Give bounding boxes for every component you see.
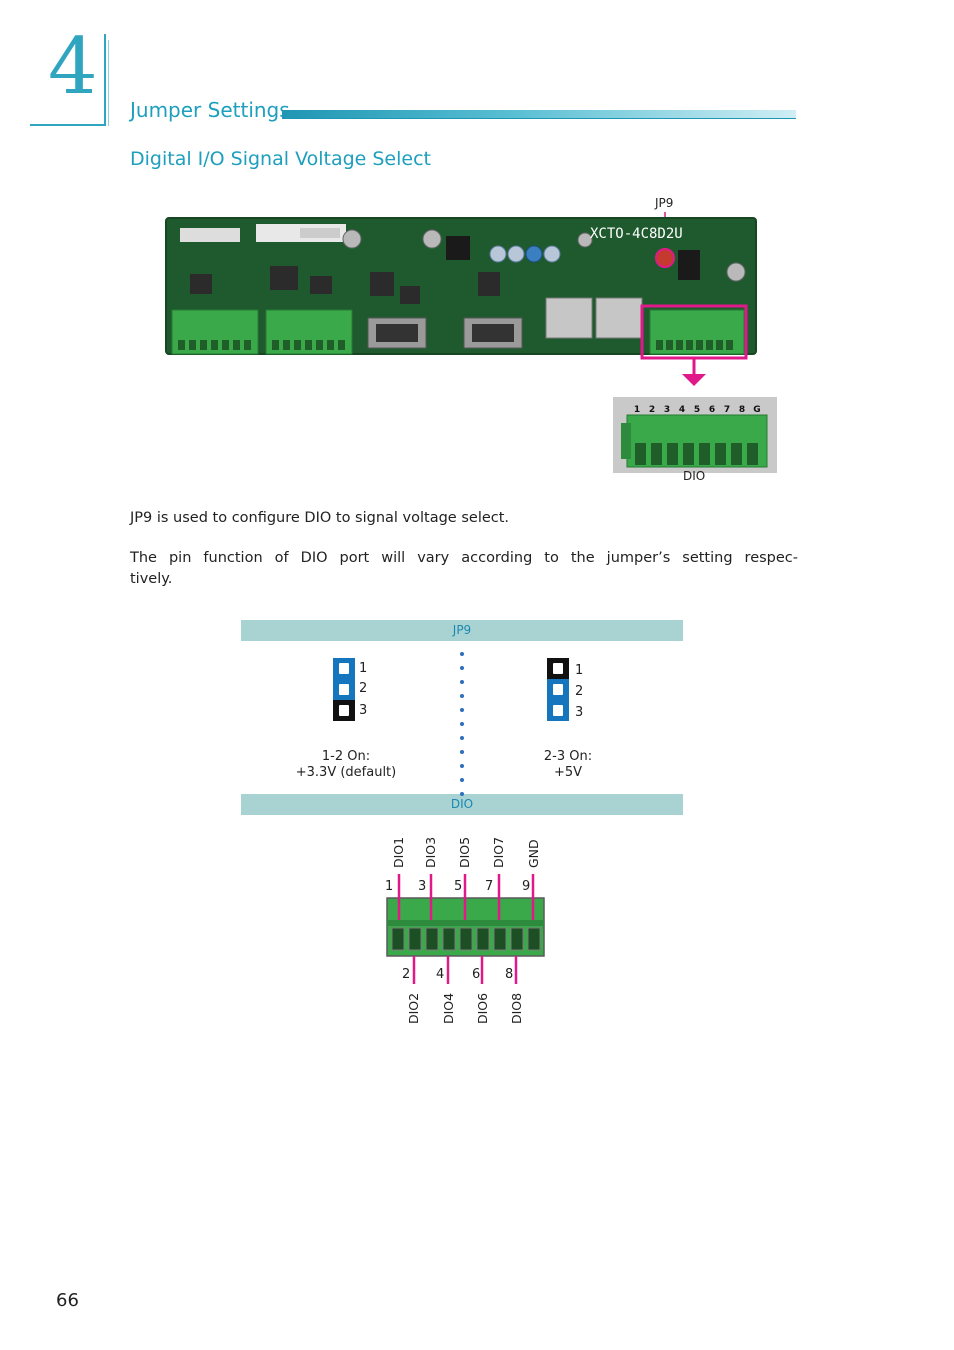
- signal-dio6: DIO6: [475, 993, 490, 1024]
- signal-dio7: DIO7: [491, 837, 506, 868]
- chapter-divider-light: [108, 40, 109, 126]
- closeup-pin-7: 7: [724, 405, 730, 415]
- paragraph-2-line-2: tively.: [130, 571, 173, 587]
- paragraph-1: JP9 is used to configure DIO to signal v…: [130, 510, 510, 526]
- closeup-pin-8: 8: [739, 405, 745, 415]
- section-title-bar: [282, 110, 796, 119]
- jumper-2-3-on: [547, 658, 569, 721]
- top-pin-5: 5: [454, 879, 462, 894]
- chapter-divider: [104, 34, 106, 126]
- jp9-band-label: JP9: [452, 623, 472, 637]
- left-caption-line-1: 1-2 On:: [321, 749, 371, 764]
- jumper-pin-2: [547, 679, 569, 700]
- right-caption-line-1: 2-3 On:: [543, 749, 593, 764]
- signal-dio3: DIO3: [423, 837, 438, 868]
- board-silk-text: XCTO-4C8D2U: [590, 226, 683, 242]
- left-jumper-caption: 1-2 On: +3.3V (default): [276, 749, 416, 781]
- signal-dio2: DIO2: [406, 993, 421, 1024]
- closeup-pin-g: G: [753, 405, 760, 415]
- page-number: 66: [56, 1290, 79, 1311]
- dio-connector-closeup: 1 2 3 4 5 6 7 8 G: [613, 397, 777, 473]
- board-illustration: XCTO-4C8D2U: [165, 212, 757, 386]
- right-pin-label-2: 2: [575, 684, 584, 699]
- top-pin-7: 7: [485, 879, 493, 894]
- top-pin-1: 1: [385, 879, 393, 894]
- dotted-divider: [460, 652, 464, 796]
- bottom-pin-4: 4: [436, 967, 444, 982]
- closeup-pin-3: 3: [664, 405, 670, 415]
- jumper-pin-1: [333, 658, 355, 679]
- dio-pinout-diagram: 1 3 5 7 9 2 4 6 8 DIO1 DIO3 DIO5 DIO7 GN…: [385, 837, 545, 1024]
- bottom-pin-8: 8: [505, 967, 513, 982]
- signal-dio1: DIO1: [391, 837, 406, 868]
- signal-dio8: DIO8: [509, 993, 524, 1024]
- jp9-band: [241, 620, 683, 641]
- left-pin-label-2: 2: [359, 681, 368, 696]
- right-jumper-caption: 2-3 On: +5V: [498, 749, 638, 781]
- left-pin-label-1: 1: [359, 661, 368, 676]
- jumper-pin-1: [547, 658, 569, 679]
- bottom-pin-6: 6: [472, 967, 480, 982]
- jp9-callout-label: JP9: [655, 196, 674, 210]
- jumper-1-2-on: [333, 658, 355, 721]
- right-pin-label-1: 1: [575, 663, 584, 678]
- bottom-pin-2: 2: [402, 967, 410, 982]
- closeup-pin-1: 1: [634, 405, 640, 415]
- jumper-pin-2: [333, 679, 355, 700]
- closeup-pin-6: 6: [709, 405, 715, 415]
- left-pin-label-3: 3: [359, 703, 368, 718]
- chapter-underline: [30, 124, 106, 126]
- section-title-rule: [282, 118, 796, 119]
- right-pin-label-3: 3: [575, 705, 584, 720]
- left-caption-line-2: +3.3V (default): [295, 765, 397, 780]
- dio-closeup-label: DIO: [683, 469, 706, 483]
- signal-gnd: GND: [526, 839, 541, 868]
- top-pin-9: 9: [522, 879, 530, 894]
- section-title: Jumper Settings: [130, 98, 290, 122]
- jumper-pin-3: [333, 700, 355, 721]
- dio-band-label: DIO: [450, 797, 474, 811]
- right-caption-line-2: +5V: [553, 765, 583, 780]
- signal-dio5: DIO5: [457, 837, 472, 868]
- chapter-number: 4: [48, 22, 98, 112]
- paragraph-2-line-1: The pin function of DIO port will vary a…: [130, 550, 798, 566]
- dio-band: [241, 794, 683, 815]
- closeup-pin-4: 4: [679, 405, 685, 415]
- subsection-title: Digital I/O Signal Voltage Select: [130, 148, 431, 170]
- closeup-pin-2: 2: [649, 405, 655, 415]
- closeup-pin-5: 5: [694, 405, 700, 415]
- jumper-pin-3: [547, 700, 569, 721]
- top-pin-3: 3: [418, 879, 426, 894]
- signal-dio4: DIO4: [441, 993, 456, 1024]
